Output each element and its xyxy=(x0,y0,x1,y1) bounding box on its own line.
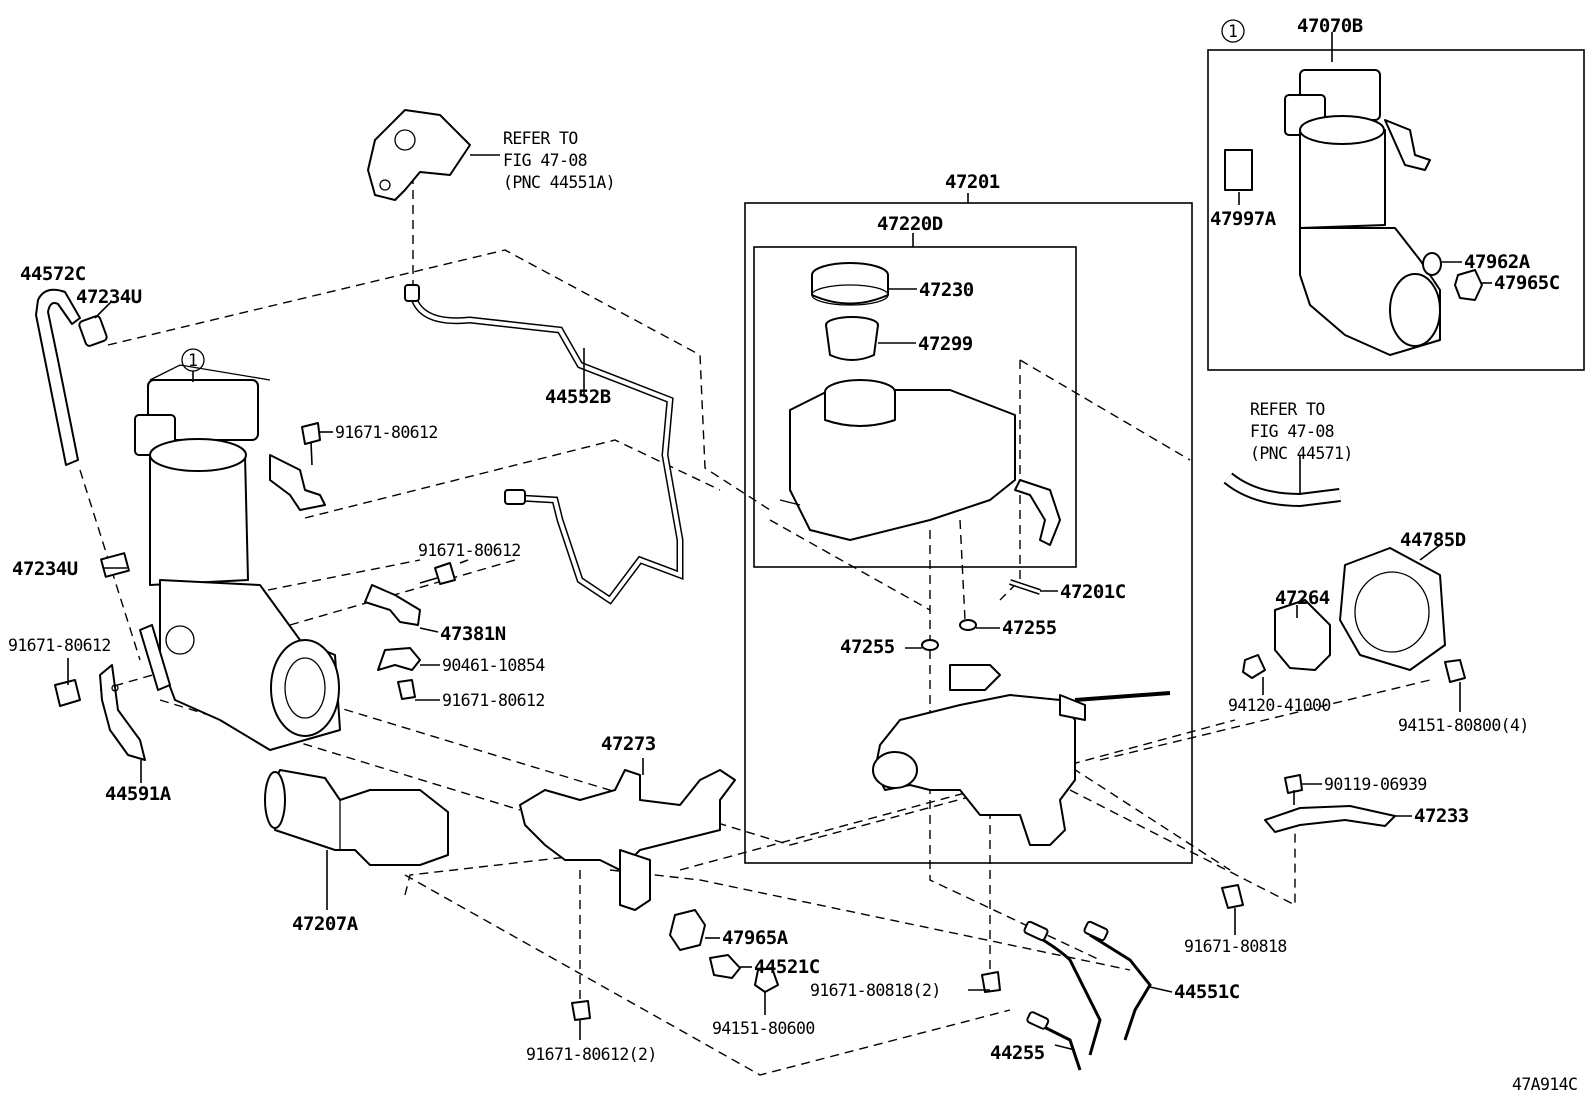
pump-assembly-47070b xyxy=(1284,69,1441,356)
label-47255-b: 47255 xyxy=(1002,617,1057,639)
nut-47965a xyxy=(669,909,706,951)
label-90461-10854: 90461-10854 xyxy=(442,656,545,675)
bolt-91671-80612-bottom xyxy=(571,1000,591,1021)
bolt-91671-80818-bottom xyxy=(981,971,1001,993)
nut-94120-41000 xyxy=(1242,654,1266,679)
label-91671-80818-a: 91671-80818 xyxy=(1184,937,1287,956)
strainer-47299 xyxy=(825,316,879,361)
tube-44552b xyxy=(404,284,684,605)
bracket-47273 xyxy=(519,769,736,911)
cap-94151-80800 xyxy=(1444,659,1466,683)
hose-refer-44571 xyxy=(1223,472,1341,508)
dashed-guides xyxy=(79,175,1431,1076)
bolt-91671-80612-mid xyxy=(419,562,456,585)
callout-circle-left: 1 xyxy=(181,348,205,382)
seal-47255-a xyxy=(921,639,939,651)
svg-text:FIG 47-08: FIG 47-08 xyxy=(1250,422,1334,441)
bolt-90119-06939 xyxy=(1284,774,1303,805)
label-47201c: 47201C xyxy=(1060,581,1126,603)
label-44552b: 44552B xyxy=(545,386,611,408)
seal-47255-b xyxy=(959,619,977,631)
label-47201: 47201 xyxy=(945,171,1000,193)
pump-assembly-left xyxy=(134,364,341,751)
bolt-91671-80612-top xyxy=(301,422,321,466)
part-number-labels: 47070B 47997A 47962A 47965C 47201 47220D… xyxy=(8,15,1560,1064)
bracket-47264 xyxy=(1274,599,1331,671)
master-cylinder-47201 xyxy=(872,664,1171,846)
sensor-44255 xyxy=(1026,1011,1082,1071)
svg-text:(PNC 44551A): (PNC 44551A) xyxy=(503,173,615,192)
label-94151-80800: 94151-80800(4) xyxy=(1398,716,1529,735)
label-47220d: 47220D xyxy=(877,213,943,235)
label-47381n: 47381N xyxy=(440,623,506,645)
bolt-44521c xyxy=(709,954,741,979)
label-47273: 47273 xyxy=(601,733,656,755)
label-47207a: 47207A xyxy=(292,913,359,935)
callout-circle-top-right: 1 xyxy=(1221,19,1245,43)
bracket-47381n xyxy=(364,584,421,626)
leader-lines xyxy=(67,32,1492,1051)
label-44785d: 44785D xyxy=(1400,529,1466,551)
refer-note-44571: REFER TO FIG 47-08 (PNC 44571) xyxy=(1250,400,1353,463)
pin-47201c xyxy=(1009,579,1041,595)
cap-94151-80600 xyxy=(754,967,779,993)
label-44521c: 44521C xyxy=(754,956,820,978)
label-47255-a: 47255 xyxy=(840,636,895,658)
bracket-44591a xyxy=(99,664,146,761)
diagram-code: 47A914C xyxy=(1512,1075,1577,1094)
label-44591a: 44591A xyxy=(105,783,172,805)
label-47965c: 47965C xyxy=(1494,272,1560,294)
label-94151-80600: 94151-80600 xyxy=(712,1019,815,1038)
label-47233: 47233 xyxy=(1414,805,1469,827)
bracket-47233 xyxy=(1264,805,1396,833)
nut-47965c xyxy=(1454,269,1483,301)
label-94120-41000: 94120-41000 xyxy=(1228,696,1331,715)
label-91671-80818-b: 91671-80818(2) xyxy=(810,981,941,1000)
clip-47234u-mid xyxy=(100,552,130,578)
svg-text:FIG 47-08: FIG 47-08 xyxy=(503,151,587,170)
gasket-44785d xyxy=(1339,547,1446,671)
label-44572c: 44572C xyxy=(20,263,86,285)
label-91671-80612-b: 91671-80612 xyxy=(418,541,521,560)
clip-47234u-top xyxy=(78,315,108,347)
svg-text:(PNC 44571): (PNC 44571) xyxy=(1250,444,1353,463)
label-91671-80612-a: 91671-80612 xyxy=(335,423,438,442)
label-47234u-mid: 47234U xyxy=(12,558,78,580)
label-91671-80612-c: 91671-80612 xyxy=(442,691,545,710)
clamp-90461-10854 xyxy=(377,647,421,671)
bolt-91671-80818-right xyxy=(1221,884,1244,909)
refer-note-44551a: REFER TO FIG 47-08 (PNC 44551A) xyxy=(503,129,616,192)
label-47997a: 47997A xyxy=(1210,208,1277,230)
label-47962a: 47962A xyxy=(1464,251,1531,273)
hose-44572c xyxy=(35,288,81,466)
assembly-box-47070b xyxy=(1207,49,1585,371)
assembly-box-47220d xyxy=(753,246,1077,568)
svg-text:1: 1 xyxy=(188,351,197,370)
bolt-91671-80612-lower xyxy=(397,679,416,700)
label-91671-80612-e: 91671-80612(2) xyxy=(526,1045,657,1064)
sensor-44551c xyxy=(1023,920,1152,1056)
label-47965a: 47965A xyxy=(722,927,789,949)
label-44255: 44255 xyxy=(990,1042,1045,1064)
seal-47962a xyxy=(1422,252,1442,276)
cap-47230 xyxy=(811,262,889,306)
svg-text:REFER TO: REFER TO xyxy=(1250,400,1325,419)
label-47264: 47264 xyxy=(1275,587,1330,609)
label-47070b: 47070B xyxy=(1297,15,1363,37)
label-44551c: 44551C xyxy=(1174,981,1240,1003)
bracket-refer-44551a xyxy=(367,109,471,201)
label-90119-06939: 90119-06939 xyxy=(1324,775,1427,794)
svg-text:REFER TO: REFER TO xyxy=(503,129,578,148)
svg-text:1: 1 xyxy=(1228,22,1237,41)
label-47230: 47230 xyxy=(919,279,974,301)
label-91671-80612-d: 91671-80612 xyxy=(8,636,111,655)
label-47299: 47299 xyxy=(918,333,973,355)
label-47234u-top: 47234U xyxy=(76,286,142,308)
label-47997a xyxy=(1224,149,1253,191)
motor-47207a xyxy=(264,769,449,866)
reservoir-47220d xyxy=(779,379,1061,546)
